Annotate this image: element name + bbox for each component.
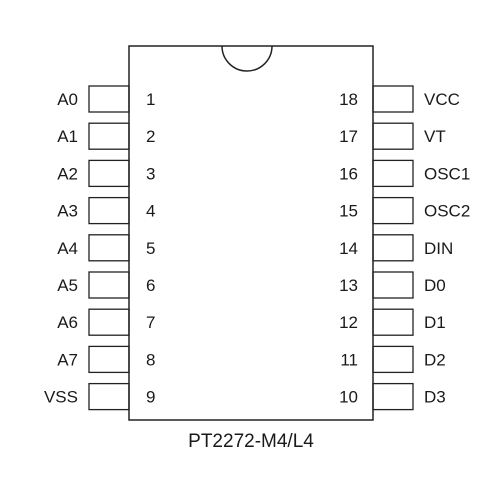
pin-box-12 — [372, 308, 414, 336]
pin-label-12: D1 — [424, 313, 446, 332]
pin-number-10: 10 — [339, 388, 358, 407]
pin-number-2: 2 — [146, 127, 155, 146]
pin-box-18 — [372, 85, 414, 113]
pin-label-3: A2 — [57, 164, 78, 183]
pin-label-4: A3 — [57, 202, 78, 221]
pin-label-7: A6 — [57, 313, 78, 332]
pin-box-8 — [88, 345, 130, 374]
pin-label-9: VSS — [44, 388, 78, 407]
pin1-notch — [221, 45, 273, 72]
pin-number-11: 11 — [340, 350, 358, 369]
pin-number-18: 18 — [339, 90, 358, 109]
pin-number-4: 4 — [146, 202, 155, 221]
pin-number-8: 8 — [146, 350, 155, 369]
pin-label-1: A0 — [57, 90, 78, 109]
pin-label-5: A4 — [57, 239, 78, 258]
pin-number-14: 14 — [339, 239, 358, 258]
pin-box-9 — [88, 382, 130, 411]
pin-label-15: OSC2 — [424, 202, 470, 221]
pin-number-17: 17 — [339, 127, 358, 146]
pin-label-8: A7 — [57, 350, 78, 369]
pin-box-6 — [88, 271, 130, 299]
pin-label-11: D2 — [424, 350, 446, 369]
chip-body-group — [128, 45, 374, 421]
pin-box-10 — [372, 382, 414, 411]
pin-label-10: D3 — [424, 388, 446, 407]
pin-number-9: 9 — [146, 388, 155, 407]
pin-box-15 — [372, 196, 414, 225]
pin-label-16: OSC1 — [424, 164, 470, 183]
pin-box-11 — [372, 345, 414, 374]
pin-number-12: 12 — [339, 313, 358, 332]
pin-number-13: 13 — [339, 276, 358, 295]
pin-box-4 — [88, 196, 130, 225]
chip-body — [128, 45, 374, 421]
pin-number-3: 3 — [146, 164, 155, 183]
part-number: PT2272-M4/L4 — [188, 431, 314, 452]
pin-box-16 — [372, 159, 414, 188]
pin-number-7: 7 — [146, 313, 155, 332]
pin-box-17 — [372, 122, 414, 150]
pin-box-1 — [88, 85, 130, 113]
pin-label-18: VCC — [424, 90, 460, 109]
pin-label-14: DIN — [424, 239, 453, 258]
pin-label-17: VT — [424, 127, 446, 146]
pin-box-14 — [372, 234, 414, 262]
pin-label-2: A1 — [57, 127, 78, 146]
pin-box-7 — [88, 308, 130, 336]
pin-box-2 — [88, 122, 130, 150]
pin-box-3 — [88, 159, 130, 188]
pin-box-13 — [372, 271, 414, 299]
pin-label-13: D0 — [424, 276, 446, 295]
pin-number-16: 16 — [339, 164, 358, 183]
pin-number-5: 5 — [146, 239, 155, 258]
pin-number-6: 6 — [146, 276, 155, 295]
pin-number-15: 15 — [339, 202, 358, 221]
pin-label-6: A5 — [57, 276, 78, 295]
pin-box-5 — [88, 234, 130, 262]
pin-number-1: 1 — [146, 90, 155, 109]
